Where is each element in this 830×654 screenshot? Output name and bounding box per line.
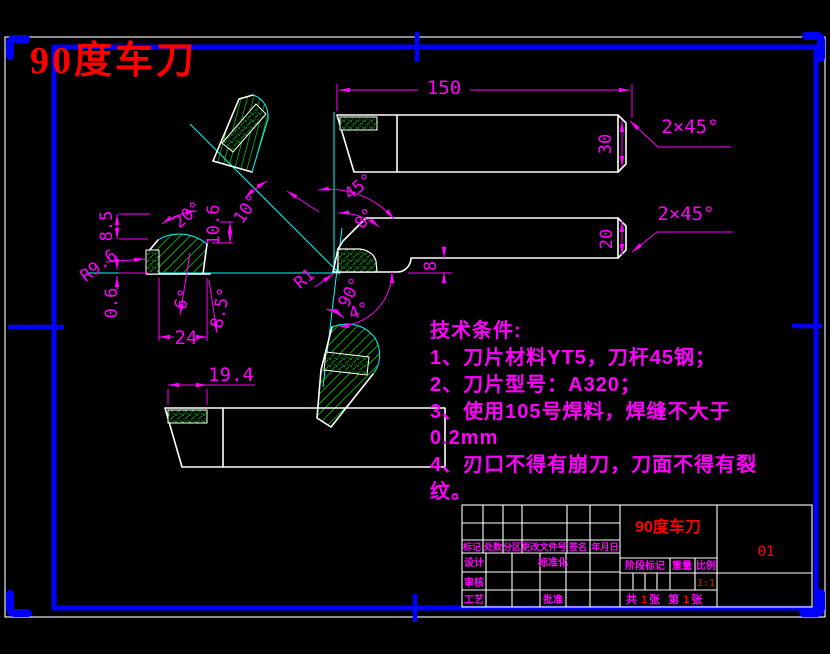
corner-mark-bottom-right bbox=[799, 589, 825, 617]
view-rotated-section-lower bbox=[316, 323, 381, 428]
tb-scale-value: 1:1 bbox=[697, 578, 715, 589]
tb-header-count: 处数 bbox=[483, 541, 503, 552]
corner-mark-bottom-left bbox=[6, 590, 32, 617]
dim-height-8-5: 8.5 bbox=[97, 211, 117, 242]
dim-chamfer-side: 2×45° bbox=[657, 203, 714, 225]
tb-process-label: 工艺 bbox=[464, 593, 484, 606]
dim-width-24: 24 bbox=[175, 327, 198, 349]
tb-header-change-doc: 更改文件号 bbox=[521, 541, 566, 552]
dim-angle-10: 10° bbox=[230, 191, 264, 228]
dim-angle-6: 6° bbox=[171, 287, 196, 313]
tb-part-name: 90度车刀 bbox=[635, 517, 701, 536]
tb-approve-label: 批准 bbox=[543, 593, 563, 606]
corner-mark-top-right bbox=[802, 32, 825, 62]
dim-length-150: 150 bbox=[427, 77, 461, 99]
sheet-border bbox=[4, 32, 826, 622]
tb-header-zone: 分区 bbox=[503, 541, 521, 552]
corner-mark-top-left bbox=[6, 35, 30, 60]
tb-header-mark: 标记 bbox=[462, 541, 481, 552]
view-top-shank bbox=[336, 114, 627, 173]
tb-header-signature: 签名 bbox=[568, 541, 587, 552]
dim-height-20: 20 bbox=[597, 229, 617, 249]
tb-weight-label: 重量 bbox=[672, 559, 692, 572]
tb-standardization-label: 标准化 bbox=[537, 556, 568, 569]
dim-height-10-6: 10.6 bbox=[204, 205, 224, 246]
dim-step-8: 8 bbox=[421, 261, 441, 271]
view-rotated-section-upper bbox=[212, 94, 269, 173]
view-side-shank bbox=[332, 217, 627, 273]
carbide-insert-plan-view bbox=[167, 409, 208, 424]
view-insert-profile bbox=[145, 233, 211, 275]
title-block-roles: 设计 标准化 审核 工艺 批准 bbox=[464, 556, 568, 606]
tech-notes-line4: 0.2mm bbox=[430, 427, 498, 449]
construction-lines bbox=[88, 112, 343, 388]
tb-design-label: 设计 bbox=[464, 556, 484, 569]
carbide-insert-side-view bbox=[337, 248, 378, 273]
technical-notes: 技术条件: 1、刀片材料YT5，刀杆45钢； 2、刀片型号：A320； 3、使用… bbox=[430, 318, 757, 503]
tech-notes-line6: 纹。 bbox=[430, 479, 472, 503]
view-plan-bottom bbox=[164, 407, 446, 468]
dim-height-30: 30 bbox=[596, 134, 616, 154]
drawing-title: 90度车刀 bbox=[30, 40, 197, 82]
tb-check-label: 审核 bbox=[464, 576, 484, 589]
title-block-grid bbox=[461, 504, 813, 608]
tb-header-date: 年月日 bbox=[591, 541, 618, 552]
dim-radius-r9-6: R9.6 bbox=[77, 246, 122, 287]
braze-layer-profile bbox=[145, 249, 160, 275]
title-block: 标记 处数 分区 更改文件号 签名 年月日 设计 标准化 审核 工艺 批准 90… bbox=[461, 504, 813, 608]
carbide-insert-top-view bbox=[339, 116, 378, 131]
braze-band-upper-section bbox=[221, 103, 267, 153]
tech-notes-line1: 1、刀片材料YT5，刀杆45钢； bbox=[430, 346, 716, 369]
dim-radius-r1: R1 bbox=[291, 265, 320, 293]
dim-width-19-4: 19.4 bbox=[208, 364, 254, 386]
tech-notes-line2: 2、刀片型号：A320； bbox=[430, 373, 641, 396]
tech-notes-heading: 技术条件: bbox=[430, 318, 522, 342]
dim-chamfer-top: 2×45° bbox=[661, 116, 718, 138]
tb-stage-label: 阶段标记 bbox=[625, 559, 665, 572]
dim-angle-45: 45° bbox=[341, 170, 378, 205]
tb-scale-label: 比例 bbox=[696, 559, 716, 572]
tb-drawing-number: 01 bbox=[758, 544, 775, 560]
dim-angle-20: 20° bbox=[170, 198, 206, 233]
tech-notes-line3: 3、使用105号焊料，焊缝不大于 bbox=[430, 399, 731, 423]
dim-height-0-6: 0.6 bbox=[102, 288, 122, 319]
tech-notes-line5: 4、刃口不得有崩刀，刀面不得有裂 bbox=[430, 452, 757, 476]
braze-band-lower-section bbox=[323, 351, 370, 376]
title-block-headers: 标记 处数 分区 更改文件号 签名 年月日 bbox=[462, 541, 619, 552]
